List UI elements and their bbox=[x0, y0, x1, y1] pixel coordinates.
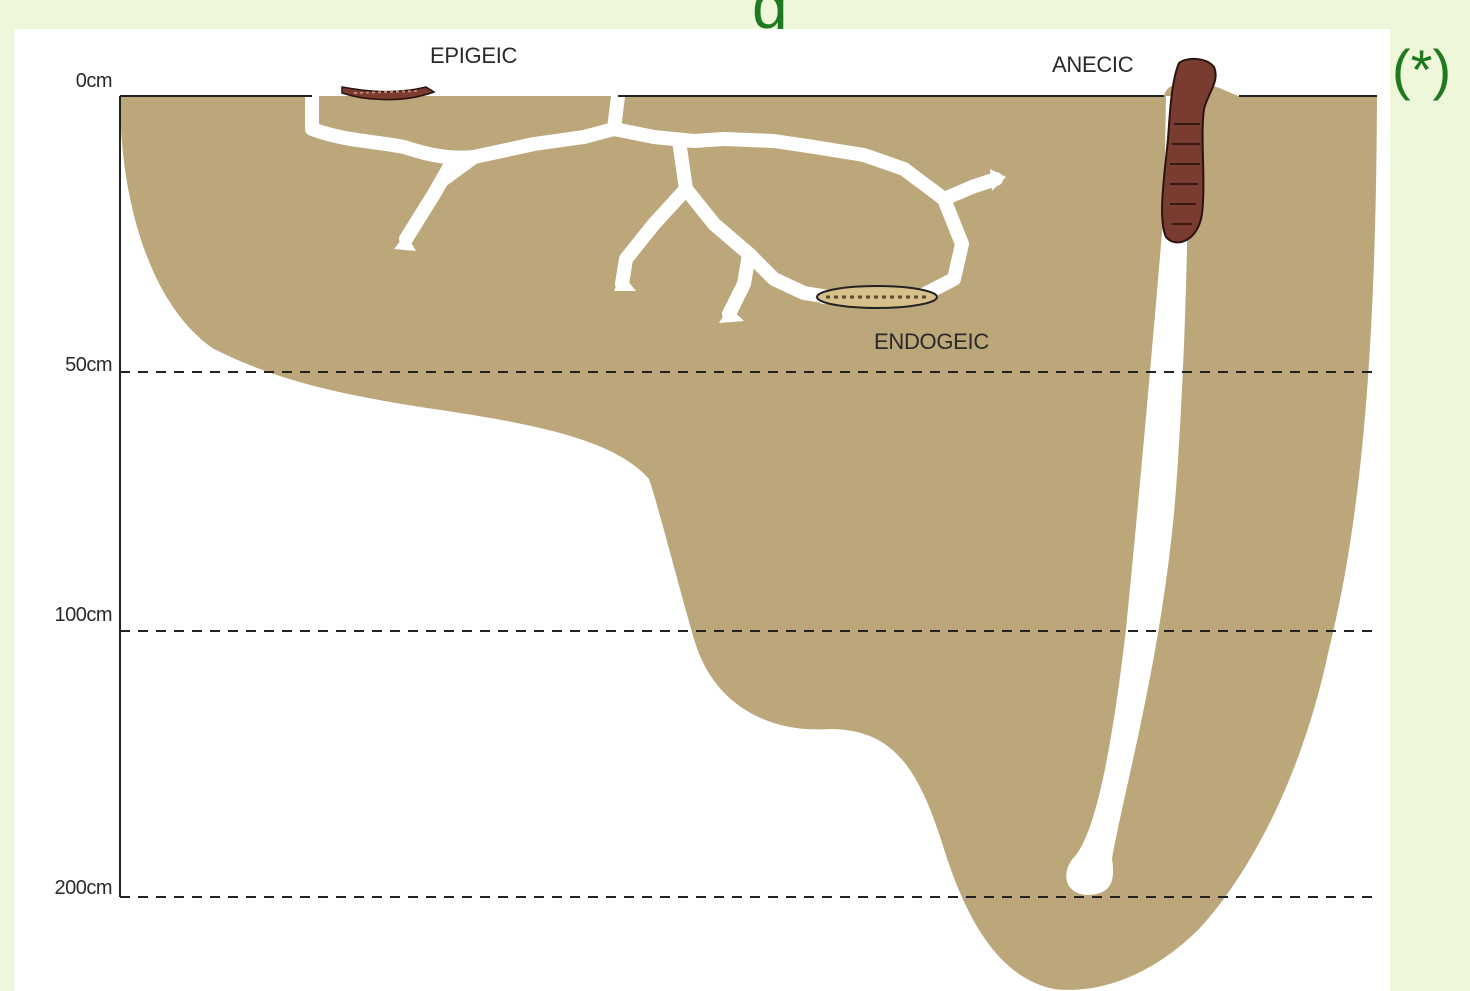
earthworm-burrow-diagram: 0cm 50cm 100cm 200cm EPIGEIC ANECIC ENDO… bbox=[14, 29, 1390, 991]
footnote-mark: (*) bbox=[1392, 38, 1451, 102]
label-endogeic: ENDOGEIC bbox=[874, 329, 989, 354]
endogeic-worm bbox=[817, 286, 937, 308]
depth-label-200: 200cm bbox=[54, 877, 112, 899]
label-epigeic: EPIGEIC bbox=[430, 43, 518, 68]
depth-label-100: 100cm bbox=[54, 604, 112, 626]
label-anecic: ANECIC bbox=[1052, 52, 1134, 77]
depth-label-50: 50cm bbox=[65, 354, 112, 376]
diagram-panel: 0cm 50cm 100cm 200cm EPIGEIC ANECIC ENDO… bbox=[14, 29, 1390, 991]
heading-fragment: g bbox=[752, 0, 812, 32]
depth-label-0: 0cm bbox=[76, 70, 112, 92]
